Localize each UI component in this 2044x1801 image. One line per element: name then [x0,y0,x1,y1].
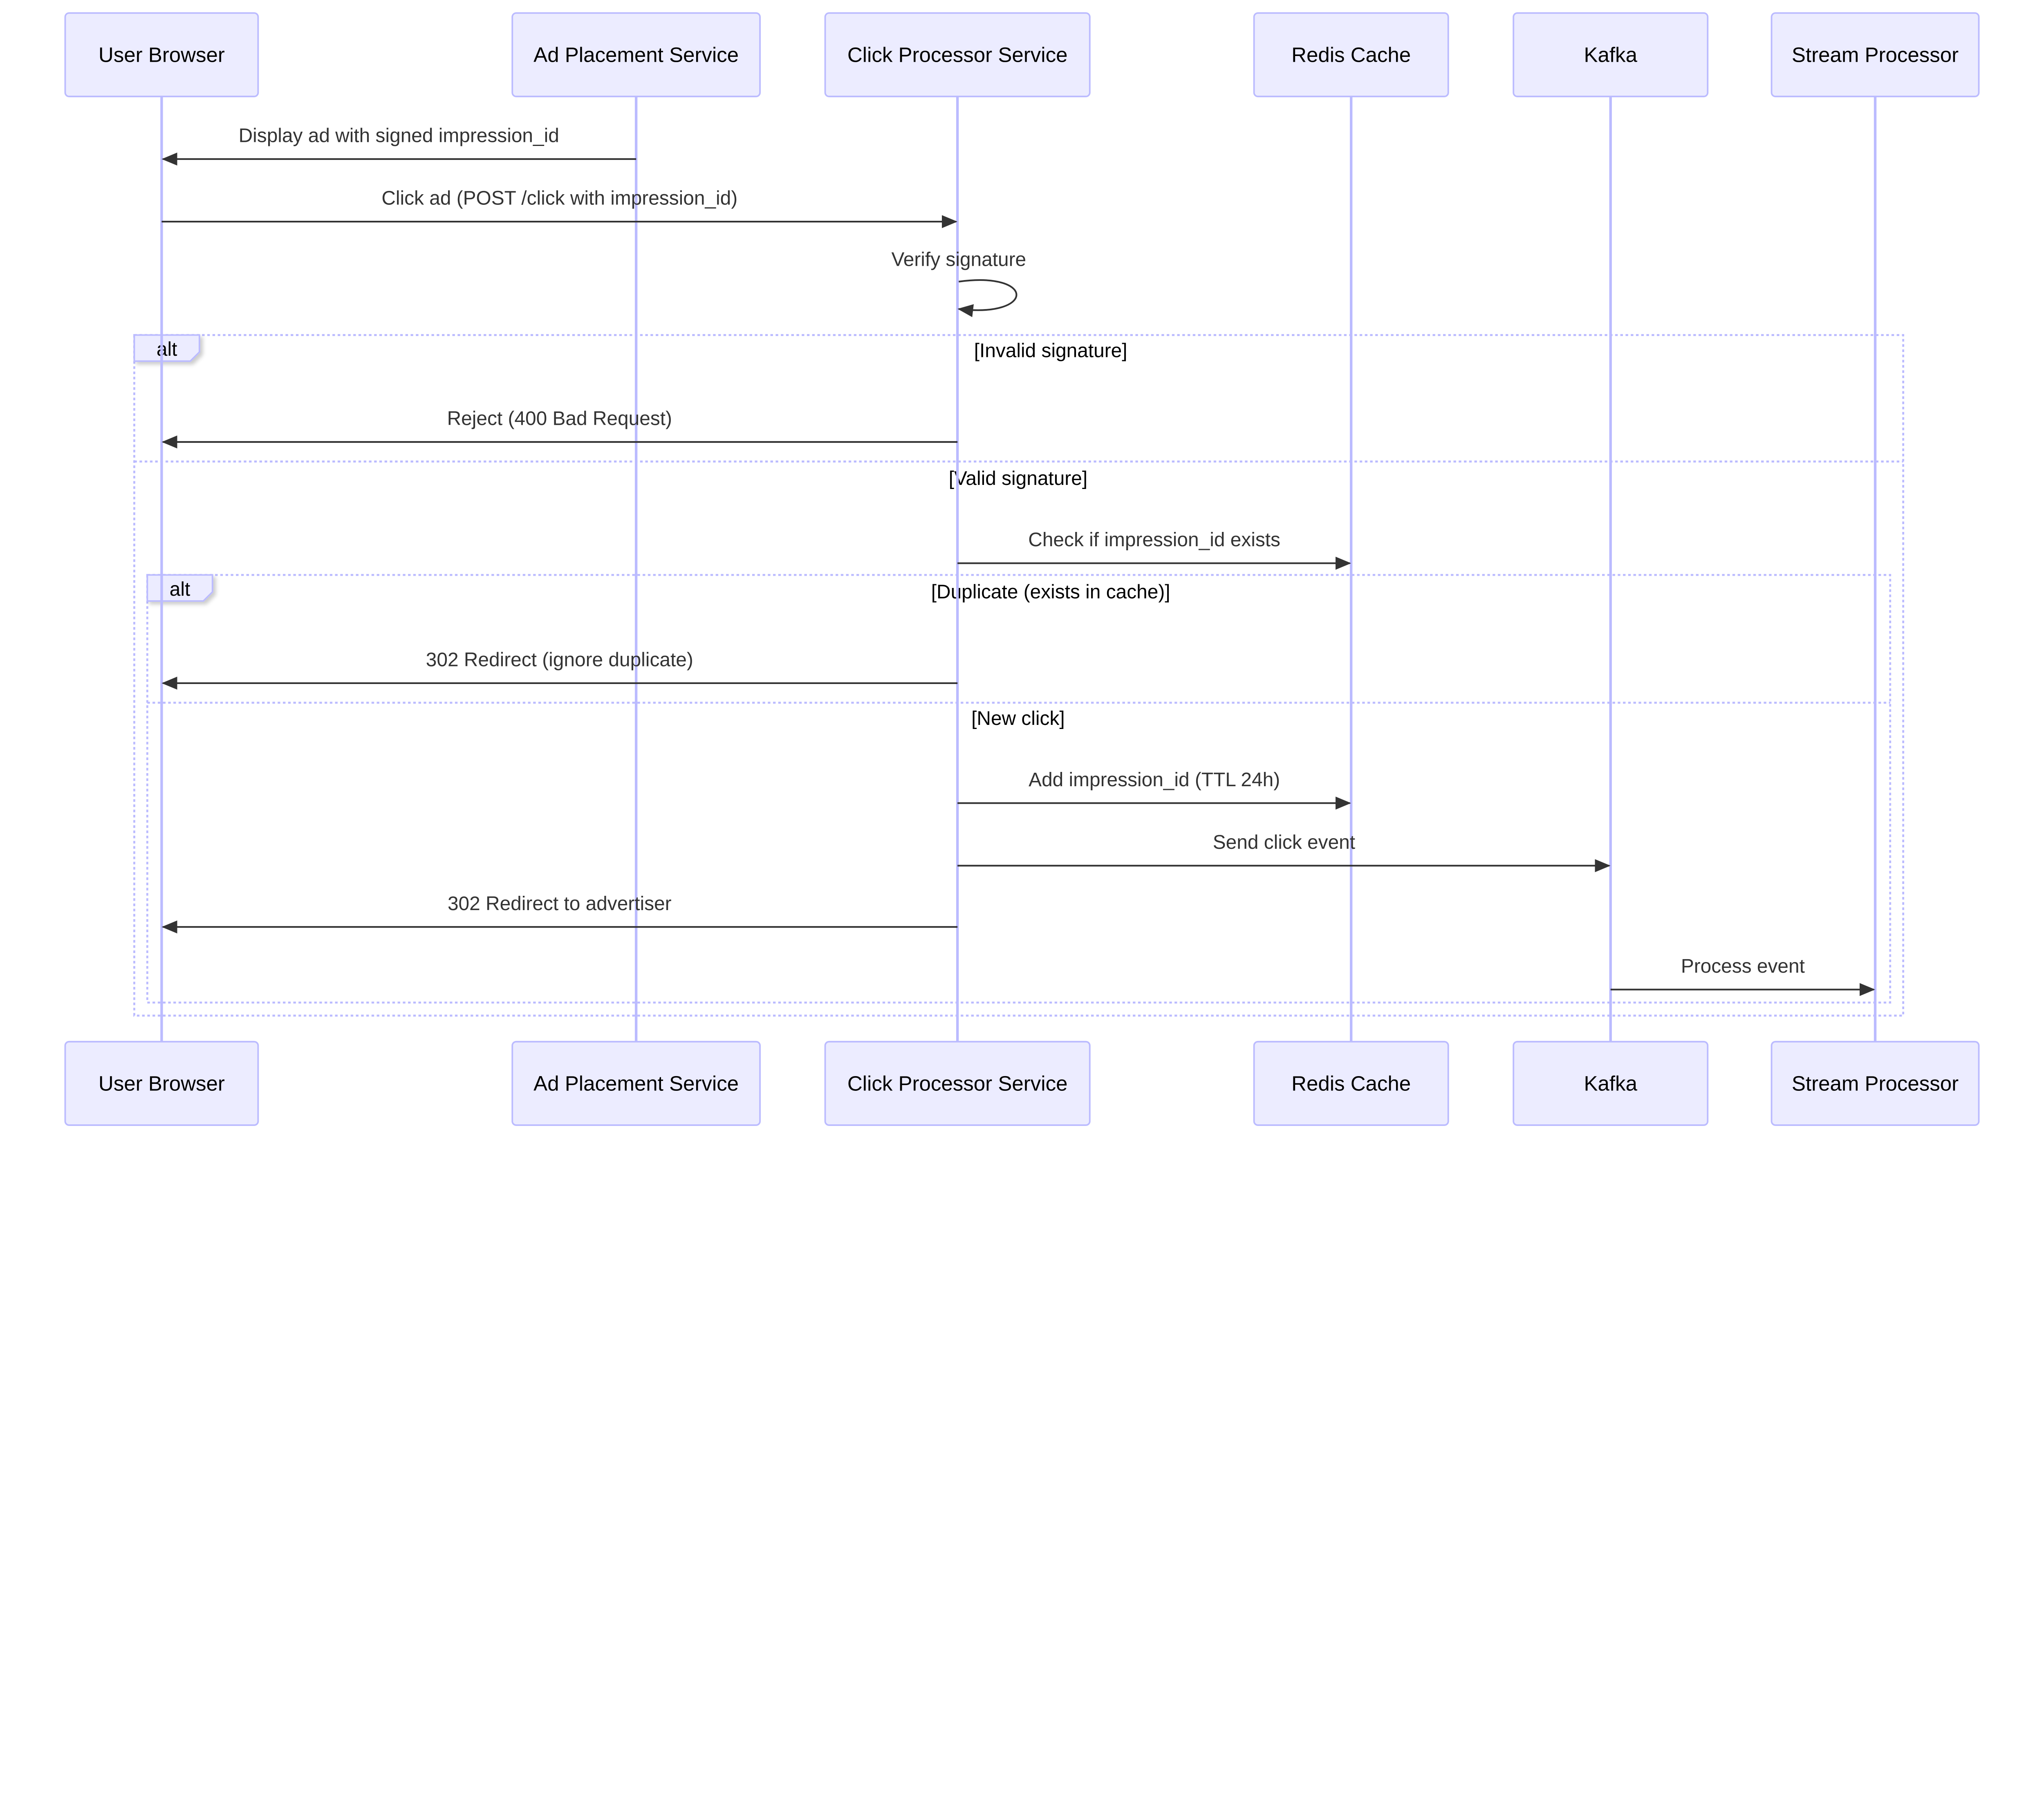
message: Process event [1610,955,1876,996]
message: Display ad with signed impression_id [161,125,637,166]
alt-frame: alt [Duplicate (exists in cache)] [New cli… [146,574,1892,1004]
message-label: Display ad with signed impression_id [239,125,559,147]
participant-label: Kafka [1584,1072,1637,1095]
message: 302 Redirect (ignore duplicate) [161,649,958,690]
participant-box [1771,12,1980,97]
lifelines-layer [160,96,1877,1042]
participant-box [1253,12,1449,97]
messages-layer: Display ad with signed impression_idClic… [161,125,1876,996]
frame-border [133,334,1904,1017]
frame-tag-label: alt [170,579,191,600]
participant-cp-bottom: Click Processor Service [824,1041,1091,1126]
message-label: Add impression_id (TTL 24h) [1029,769,1280,791]
sequence-diagram: alt[Invalid signature][Valid signature]a… [64,12,1980,1126]
participant-box [511,1041,761,1126]
message-label: 302 Redirect (ignore duplicate) [426,649,693,671]
frame-tag [146,574,213,602]
message: Add impression_id (TTL 24h) [957,769,1351,810]
participant-rc-bottom: Redis Cache [1253,1041,1449,1126]
participant-sp-top: Stream Processor [1771,12,1980,97]
participant-box [64,1041,259,1126]
participant-box [1513,1041,1709,1126]
frames-layer: alt[Invalid signature][Valid signature]a… [133,334,1904,1017]
participant-k-top: Kafka [1513,12,1709,97]
participant-k-bottom: Kafka [1513,1041,1709,1126]
participant-box [1771,1041,1980,1126]
frame-tag-label: alt [157,339,177,360]
participant-label: Redis Cache [1291,43,1411,66]
participant-box [824,1041,1091,1126]
message: Check if impression_id exists [957,529,1351,570]
message-label: Verify signature [892,249,1026,271]
participant-box [824,12,1091,97]
frame-tag [133,334,200,362]
participant-sp-bottom: Stream Processor [1771,1041,1980,1126]
frame-condition: [Invalid signature] [974,340,1127,362]
message: Send click event [957,832,1611,872]
participant-label: User Browser [99,1072,225,1095]
participant-rc-top: Redis Cache [1253,12,1449,97]
participant-ub-top: User Browser [64,12,259,97]
message-label: Reject (400 Bad Request) [447,408,672,430]
participant-cp-top: Click Processor Service [824,12,1091,97]
participant-label: Stream Processor [1792,43,1959,66]
participant-label: Ad Placement Service [533,43,739,66]
participant-box [511,12,761,97]
participant-box [1253,1041,1449,1126]
participant-label: Ad Placement Service [533,1072,739,1095]
self-message-arrow [957,279,1018,317]
frame-condition: [Duplicate (exists in cache)] [931,581,1170,603]
participant-ap-top: Ad Placement Service [511,12,761,97]
participant-ub-bottom: User Browser [64,1041,259,1126]
participant-label: Click Processor Service [847,1072,1068,1095]
message: Reject (400 Bad Request) [161,408,958,449]
participant-label: Click Processor Service [847,43,1068,66]
message-label: 302 Redirect to advertiser [448,893,672,915]
participant-box [1513,12,1709,97]
frame-condition: [New click] [971,708,1065,729]
participant-label: Redis Cache [1291,1072,1411,1095]
participant-label: User Browser [99,43,225,66]
participant-label: Kafka [1584,43,1637,66]
message: Click ad (POST /click with impression_id… [161,188,958,229]
frame-condition: [Valid signature] [949,468,1087,489]
message-label: Check if impression_id exists [1028,529,1280,551]
message: Verify signature [892,249,1026,317]
participant-ap-bottom: Ad Placement Service [511,1041,761,1126]
message-label: Process event [1681,955,1805,977]
message: 302 Redirect to advertiser [161,893,958,934]
frame-border [146,574,1892,1004]
participant-box [64,12,259,97]
alt-frame: alt [Invalid signature] [Valid signature] [133,334,1904,1017]
message-label: Click ad (POST /click with impression_id… [381,188,737,209]
participant-label: Stream Processor [1792,1072,1959,1095]
message-label: Send click event [1213,832,1355,853]
